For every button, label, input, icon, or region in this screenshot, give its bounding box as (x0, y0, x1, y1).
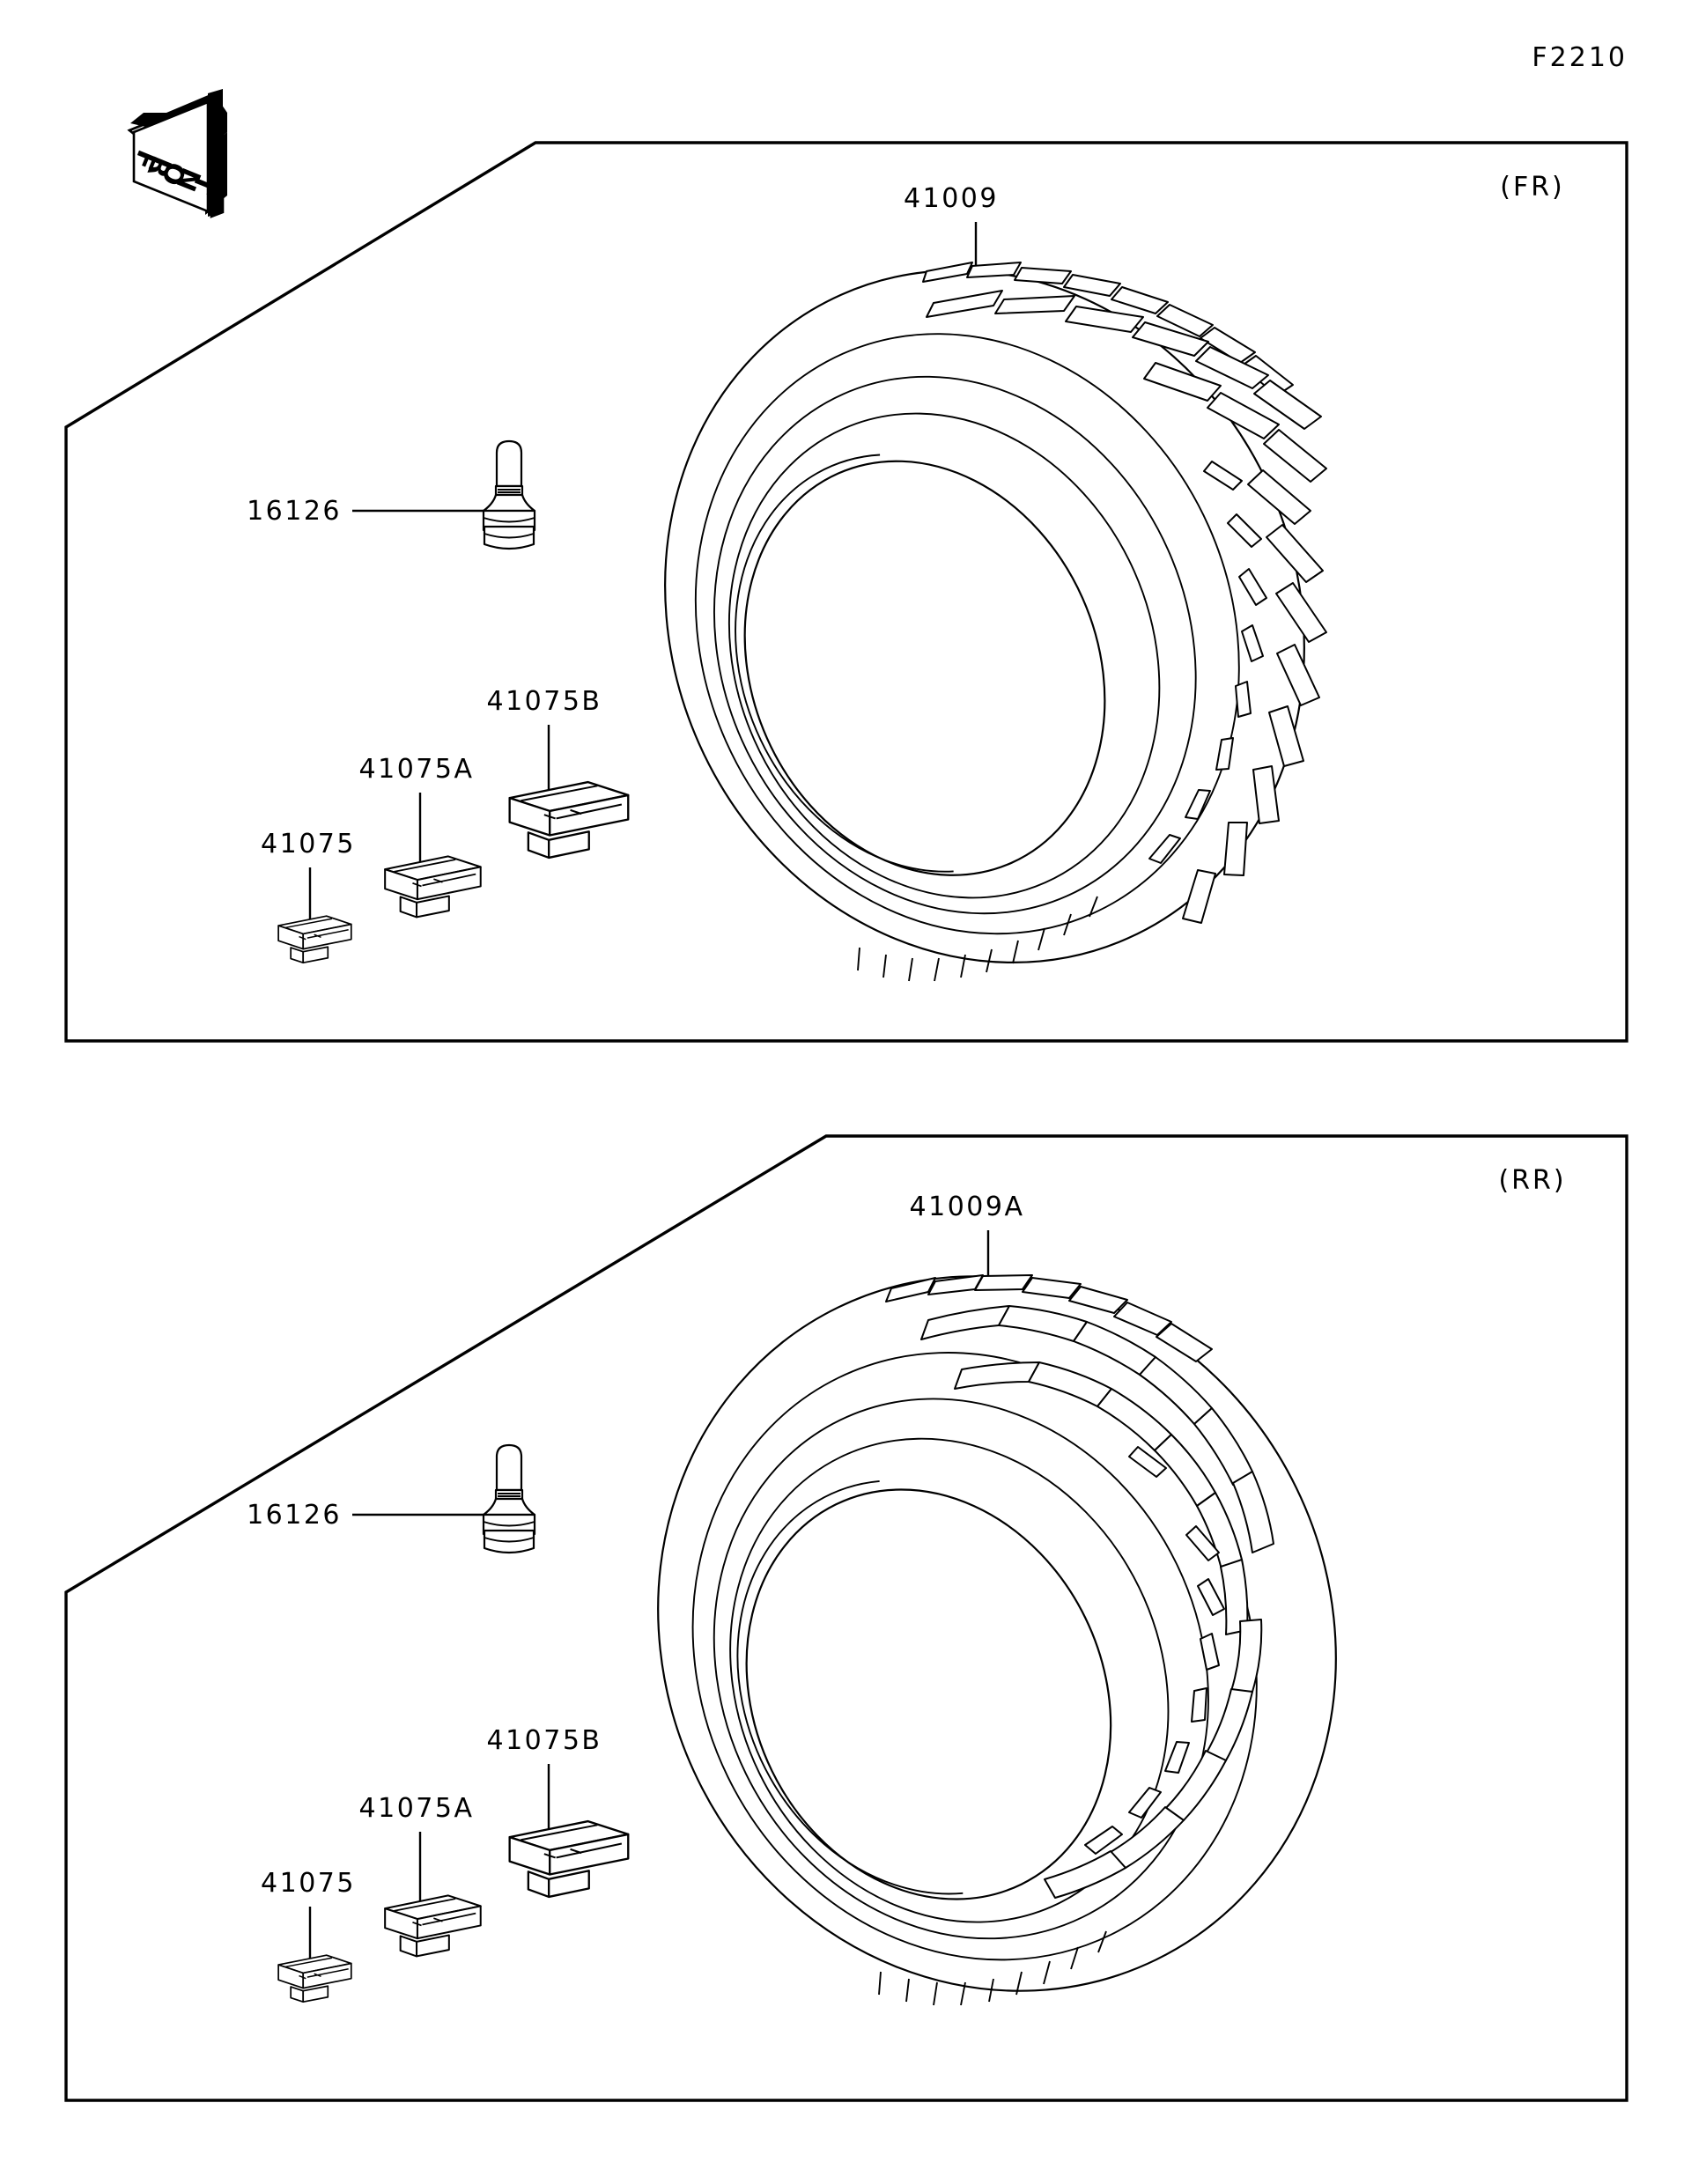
callout-41075a-front: 41075A (359, 754, 475, 785)
callout-41009: 41009 (904, 183, 999, 214)
balance-weight-large-front (508, 780, 630, 860)
callout-41075b-front: 41075B (486, 686, 602, 717)
callout-41075-front: 41075 (261, 829, 356, 860)
tire-front-tread (922, 262, 1327, 924)
callout-16126-front: 16126 (247, 496, 342, 527)
tire-rear (657, 1274, 1337, 2006)
callout-41075-rear: 41075 (261, 1868, 356, 1899)
rear-wheel-panel: (RR) 41009A (64, 1134, 1628, 2102)
panel-border-front (64, 141, 1628, 1043)
front-wheel-panel: (FR) 41009 (64, 141, 1628, 1043)
tire-rear-tread (885, 1274, 1274, 1899)
tire-front (664, 262, 1327, 982)
tire-front-bottom-sipes (857, 896, 1098, 982)
front-arrow-icon: F R O N T (127, 89, 227, 218)
balance-weight-small-front (277, 915, 352, 964)
tire-rear-bottom-sipes (878, 1930, 1107, 2006)
document-code: F2210 (1532, 42, 1628, 73)
callout-41009a: 41009A (910, 1192, 1025, 1222)
valve-stem-rear (482, 1443, 536, 1554)
panel-tag-fr: (FR) (1500, 172, 1565, 203)
balance-weight-large-rear (508, 1819, 630, 1899)
callout-16126-rear: 16126 (247, 1500, 342, 1531)
balance-weight-small-rear (277, 1954, 352, 2003)
balance-weight-medium-front (384, 855, 482, 919)
panel-tag-rr: (RR) (1498, 1165, 1566, 1196)
panel-border-rear (64, 1134, 1628, 2102)
balance-weight-medium-rear (384, 1894, 482, 1958)
valve-stem-front (482, 439, 536, 550)
callout-41075b-rear: 41075B (486, 1725, 602, 1756)
callout-41075a-rear: 41075A (359, 1793, 475, 1824)
